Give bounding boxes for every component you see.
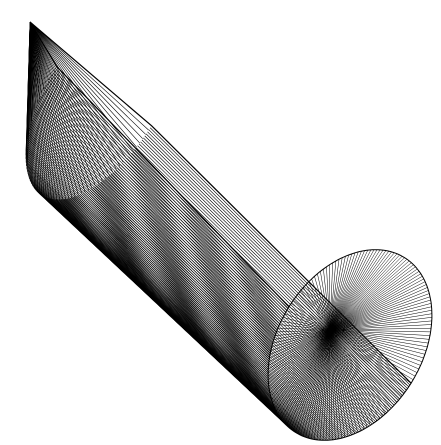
cylinder-ruling bbox=[143, 138, 403, 394]
cylinder-ruling bbox=[51, 75, 284, 315]
cylinder-ruling bbox=[45, 88, 279, 326]
cylinder-ruling bbox=[28, 175, 275, 410]
cone-ruling bbox=[30, 22, 143, 139]
cylinder-ruling bbox=[28, 173, 275, 408]
cone-ruling bbox=[30, 22, 130, 155]
cone-ruling bbox=[30, 22, 140, 143]
cylinder-ruling bbox=[31, 124, 270, 359]
cap-spoke bbox=[330, 254, 397, 330]
cylinder-ruling bbox=[26, 152, 269, 386]
cylinder-ruling bbox=[26, 159, 270, 393]
cap-spoke bbox=[330, 330, 394, 405]
cap-spoke bbox=[271, 330, 330, 396]
cone-rulings bbox=[26, 22, 152, 200]
cylinder-ruling bbox=[26, 155, 269, 389]
cylinder-ruling bbox=[86, 191, 346, 436]
cylinder-ruling bbox=[27, 170, 273, 405]
cylinder-ruling bbox=[33, 118, 271, 354]
cylinder-ruling bbox=[49, 79, 282, 318]
cylinder-ruling bbox=[26, 165, 271, 399]
cylinder-ruling bbox=[26, 162, 271, 396]
cylinder-ruling bbox=[26, 150, 268, 385]
